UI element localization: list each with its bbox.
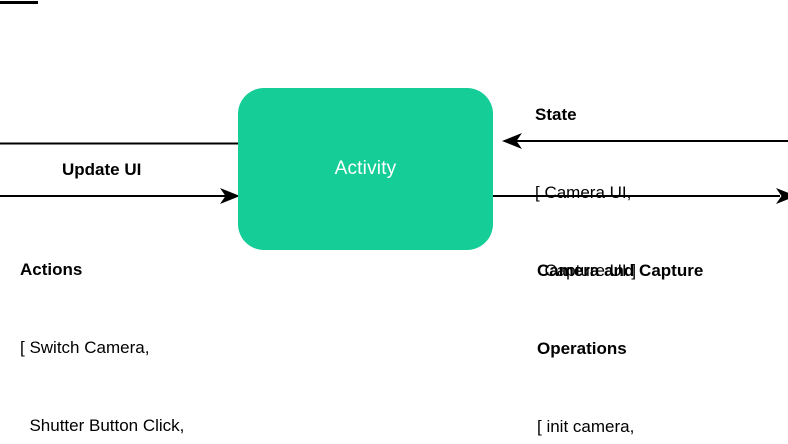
- state-arrowhead: [502, 133, 522, 149]
- actions-arrowhead: [220, 188, 240, 204]
- state-item: [ Camera UI,: [535, 183, 632, 202]
- update-ui-title: Update UI: [62, 160, 142, 179]
- camera-ops-title-line2: Operations: [537, 339, 627, 358]
- camera-ops-label-block: Camera and Capture Operations [ init cam…: [537, 206, 703, 444]
- top-left-crop-artifact-bar: [0, 1, 38, 4]
- update-ui-label: Update UI: [62, 105, 141, 235]
- state-title: State: [535, 105, 577, 124]
- camera-ops-item: [ init camera,: [537, 417, 635, 436]
- actions-item: [ Switch Camera,: [20, 338, 150, 357]
- camera-ops-arrowhead: [776, 188, 788, 204]
- camera-ops-title-line1: Camera and Capture: [537, 261, 704, 280]
- activity-box-label: Activity: [334, 158, 397, 179]
- actions-label-block: Actions [ Switch Camera, Shutter Button …: [20, 205, 226, 444]
- state-item: Capture UI ]: [535, 261, 637, 280]
- actions-title: Actions: [20, 260, 83, 279]
- state-label-block: State [ Camera UI, Capture UI ]: [535, 50, 636, 336]
- activity-box: Activity: [238, 88, 493, 250]
- actions-item: Shutter Button Click,: [20, 416, 185, 435]
